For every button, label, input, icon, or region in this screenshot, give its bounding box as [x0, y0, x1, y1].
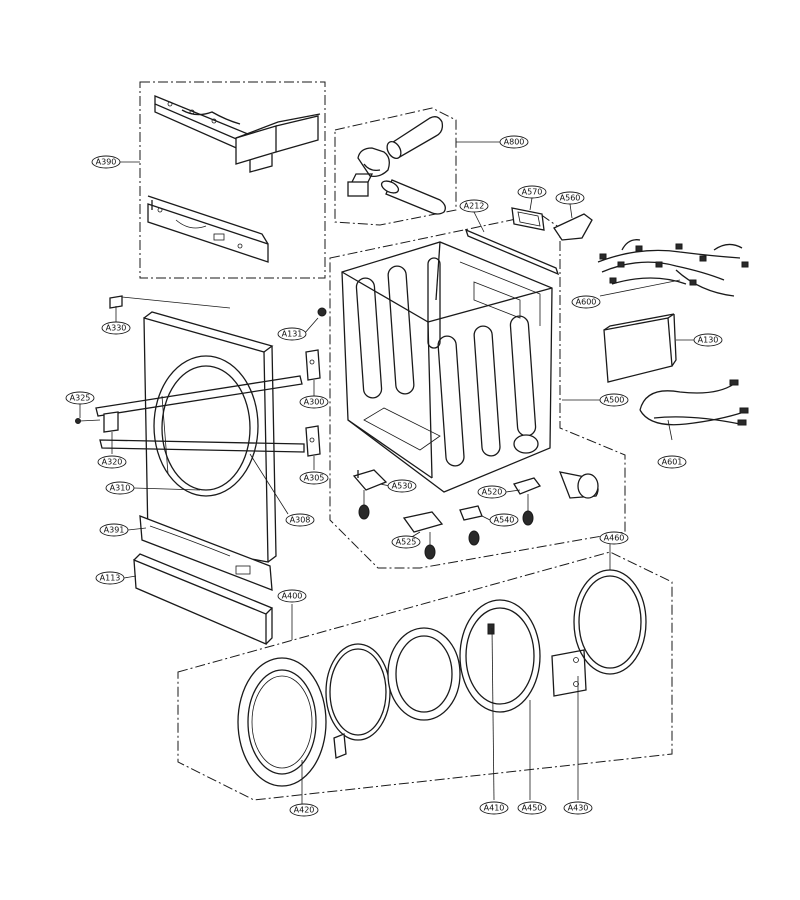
callout-a800-text: A800: [504, 138, 525, 147]
leader-lines: [79, 141, 694, 806]
callout-a460-text: A460: [604, 534, 625, 543]
callout-a391: A391: [99, 523, 129, 537]
callout-a410-text: A410: [484, 804, 505, 813]
callout-a520: A520: [477, 485, 507, 499]
part-a540-bracket: [459, 505, 483, 546]
part-a113-kick-plate: [133, 553, 274, 645]
callout-a500: A500: [599, 393, 629, 407]
callout-a570-text: A570: [522, 188, 543, 197]
callout-a540-text: A540: [494, 516, 515, 525]
part-a390-lower-bracket: [147, 195, 269, 263]
part-a391-bracket: [139, 515, 273, 591]
part-a390-upper-bracket: [154, 95, 321, 173]
part-a325-screw: [75, 418, 101, 424]
callout-a420-text: A420: [294, 806, 315, 815]
callout-a450: A450: [517, 801, 547, 815]
part-a305-hinge: [305, 425, 321, 457]
callout-a131: A131: [277, 327, 307, 341]
callout-a600: A600: [571, 295, 601, 309]
part-door-handle: [333, 733, 347, 759]
callout-a525-text: A525: [396, 538, 417, 547]
callout-a308-text: A308: [290, 516, 311, 525]
callout-a530: A530: [387, 479, 417, 493]
callout-a600-text: A600: [576, 298, 597, 307]
part-a530-bracket: [352, 469, 388, 520]
part-a410-door-frame: [459, 599, 541, 713]
callout-a500-text: A500: [604, 396, 625, 405]
callout-a410: A410: [479, 801, 509, 815]
callout-a391-text: A391: [104, 526, 125, 535]
callout-a310-text: A310: [110, 484, 131, 493]
callout-a305-text: A305: [304, 474, 325, 483]
callout-a308: A308: [285, 513, 315, 527]
group-boundaries: [139, 81, 673, 801]
callout-a520-text: A520: [482, 488, 503, 497]
callout-a525: A525: [391, 535, 421, 549]
part-guide-bars: [95, 375, 305, 453]
callout-a310: A310: [105, 481, 135, 495]
callout-a325: A325: [65, 391, 95, 405]
callout-a212: A212: [459, 199, 489, 213]
part-a130-cover: [603, 313, 677, 383]
callout-a130-text: A130: [698, 336, 719, 345]
callout-a400: A400: [277, 589, 307, 603]
part-a520-bracket: [513, 477, 542, 526]
callout-a300: A300: [299, 395, 329, 409]
callout-a113: A113: [95, 571, 125, 585]
callout-a400-text: A400: [282, 592, 303, 601]
part-a570-cover: [511, 207, 545, 231]
part-a525-bracket: [402, 511, 444, 560]
callout-a305: A305: [299, 471, 329, 485]
callout-a130: A130: [693, 333, 723, 347]
part-a310-front-panel: [143, 311, 277, 563]
callout-a601-text: A601: [662, 458, 683, 467]
callout-a430: A430: [563, 801, 593, 815]
callout-a131-text: A131: [282, 330, 303, 339]
callout-a570: A570: [517, 185, 547, 199]
part-exhaust-duct: [558, 471, 599, 499]
part-a330-clip: [109, 295, 231, 309]
callout-a320: A320: [97, 455, 127, 469]
part-a300-hinge: [305, 349, 321, 381]
part-a460-door-ring: [573, 569, 647, 675]
callout-a212-text: A212: [464, 202, 485, 211]
callout-a800: A800: [499, 135, 529, 149]
part-a430-hinge-plate: [551, 649, 587, 697]
part-a500-cabinet: [317, 241, 553, 493]
callout-a390: A390: [91, 155, 121, 169]
part-door-gasket-ring: [325, 643, 391, 741]
part-a420-door-outer: [237, 657, 327, 787]
part-a601-cable: [639, 379, 749, 426]
callout-a330-text: A330: [106, 324, 127, 333]
callout-a460: A460: [599, 531, 629, 545]
callout-a430-text: A430: [568, 804, 589, 813]
part-a320-hinge: [103, 411, 119, 433]
callout-a560: A560: [555, 191, 585, 205]
part-a212-rail: [464, 228, 560, 276]
callout-a540: A540: [489, 513, 519, 527]
callout-a560-text: A560: [560, 194, 581, 203]
callout-a601: A601: [657, 455, 687, 469]
part-a800-duct: [347, 116, 446, 215]
part-door-glass: [387, 627, 461, 721]
part-a560-clip: [553, 213, 593, 241]
callout-a390-text: A390: [96, 158, 117, 167]
callout-a113-text: A113: [100, 574, 121, 583]
callout-a325-text: A325: [70, 394, 91, 403]
callout-a320-text: A320: [102, 458, 123, 467]
callout-a300-text: A300: [304, 398, 325, 407]
callout-a420: A420: [289, 803, 319, 817]
callout-a330: A330: [101, 321, 131, 335]
callout-a450-text: A450: [522, 804, 543, 813]
part-a600-harness: [597, 239, 749, 297]
callout-a530-text: A530: [392, 482, 413, 491]
